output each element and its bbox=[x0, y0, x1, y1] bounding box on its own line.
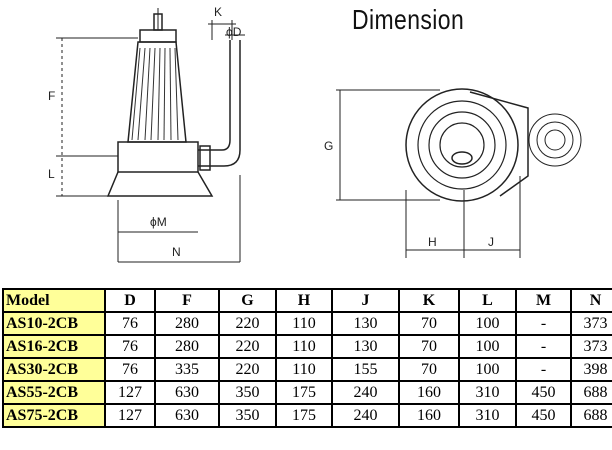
header-model: Model bbox=[2, 288, 106, 313]
value-cell: 100 bbox=[458, 357, 517, 382]
header-l: L bbox=[458, 288, 517, 313]
header-m: M bbox=[515, 288, 572, 313]
value-cell: 110 bbox=[275, 334, 333, 359]
label-f: F bbox=[48, 89, 55, 103]
value-cell: 688 bbox=[570, 380, 612, 405]
value-cell: 76 bbox=[104, 311, 156, 336]
value-cell: 100 bbox=[458, 311, 517, 336]
model-cell: AS55-2CB bbox=[2, 380, 106, 405]
value-cell: 127 bbox=[104, 380, 156, 405]
value-cell: 127 bbox=[104, 403, 156, 428]
value-cell: 350 bbox=[218, 380, 277, 405]
value-cell: 76 bbox=[104, 357, 156, 382]
value-cell: 70 bbox=[398, 334, 460, 359]
header-g: G bbox=[218, 288, 277, 313]
value-cell: 220 bbox=[218, 334, 277, 359]
value-cell: - bbox=[515, 334, 572, 359]
value-cell: 310 bbox=[458, 380, 517, 405]
label-l: L bbox=[48, 167, 55, 181]
header-k: K bbox=[398, 288, 460, 313]
label-g: G bbox=[324, 139, 333, 153]
dimension-drawing: K ϕD F L ϕM N G H J bbox=[48, 5, 582, 263]
value-cell: 220 bbox=[218, 357, 277, 382]
value-cell: 160 bbox=[398, 380, 460, 405]
label-j: J bbox=[488, 235, 494, 249]
header-h: H bbox=[275, 288, 333, 313]
label-m: ϕM bbox=[150, 215, 167, 229]
label-h: H bbox=[428, 235, 437, 249]
value-cell: 630 bbox=[154, 380, 220, 405]
value-cell: 450 bbox=[515, 380, 572, 405]
value-cell: 630 bbox=[154, 403, 220, 428]
model-cell: AS16-2CB bbox=[2, 334, 106, 359]
pump-side-view: K ϕD F L ϕM N bbox=[48, 5, 245, 263]
value-cell: 110 bbox=[275, 311, 333, 336]
model-cell: AS10-2CB bbox=[2, 311, 106, 336]
value-cell: 130 bbox=[331, 334, 400, 359]
value-cell: 310 bbox=[458, 403, 517, 428]
model-cell: AS30-2CB bbox=[2, 357, 106, 382]
value-cell: 130 bbox=[331, 311, 400, 336]
value-cell: 398 bbox=[570, 357, 612, 382]
value-cell: 220 bbox=[218, 311, 277, 336]
value-cell: 100 bbox=[458, 334, 517, 359]
model-cell: AS75-2CB bbox=[2, 403, 106, 428]
value-cell: 70 bbox=[398, 311, 460, 336]
label-k: K bbox=[214, 5, 222, 19]
value-cell: - bbox=[515, 311, 572, 336]
value-cell: 240 bbox=[331, 380, 400, 405]
pump-top-view: G H J bbox=[324, 88, 582, 258]
value-cell: 280 bbox=[154, 311, 220, 336]
header-f: F bbox=[154, 288, 220, 313]
value-cell: 373 bbox=[570, 334, 612, 359]
value-cell: 688 bbox=[570, 403, 612, 428]
page-title: Dimension bbox=[352, 4, 465, 35]
value-cell: 175 bbox=[275, 380, 333, 405]
value-cell: 76 bbox=[104, 334, 156, 359]
value-cell: 160 bbox=[398, 403, 460, 428]
value-cell: 335 bbox=[154, 357, 220, 382]
value-cell: 155 bbox=[331, 357, 400, 382]
value-cell: 373 bbox=[570, 311, 612, 336]
value-cell: 350 bbox=[218, 403, 277, 428]
value-cell: 240 bbox=[331, 403, 400, 428]
header-j: J bbox=[331, 288, 400, 313]
value-cell: - bbox=[515, 357, 572, 382]
value-cell: 280 bbox=[154, 334, 220, 359]
value-cell: 175 bbox=[275, 403, 333, 428]
header-n: N bbox=[570, 288, 612, 313]
value-cell: 450 bbox=[515, 403, 572, 428]
value-cell: 110 bbox=[275, 357, 333, 382]
header-d: D bbox=[104, 288, 156, 313]
label-d: ϕD bbox=[226, 25, 242, 39]
value-cell: 70 bbox=[398, 357, 460, 382]
label-n: N bbox=[172, 245, 181, 259]
